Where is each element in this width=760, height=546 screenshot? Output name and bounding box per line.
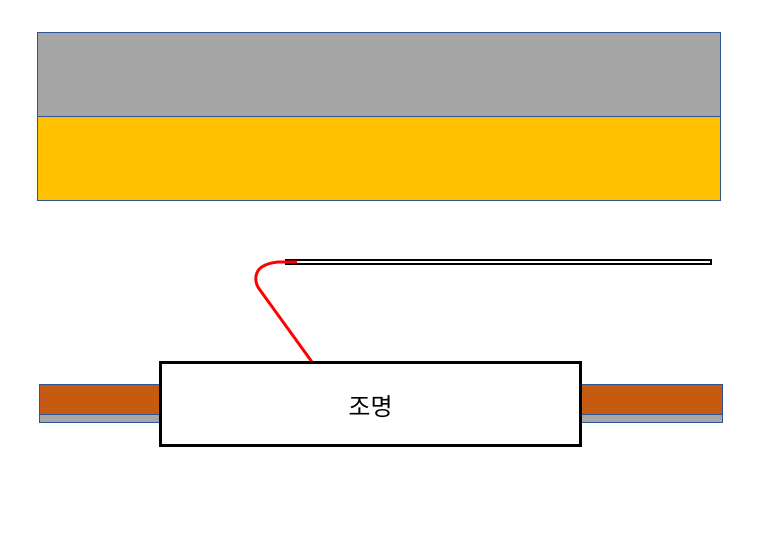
yellow-layer (37, 116, 721, 201)
gray-layer (37, 32, 721, 117)
red-wire (254, 260, 314, 363)
lighting-box: 조명 (159, 361, 582, 447)
right-side-bar (578, 384, 723, 423)
cable (285, 259, 712, 265)
left-side-bar (39, 384, 163, 423)
lighting-label: 조명 (348, 392, 393, 421)
